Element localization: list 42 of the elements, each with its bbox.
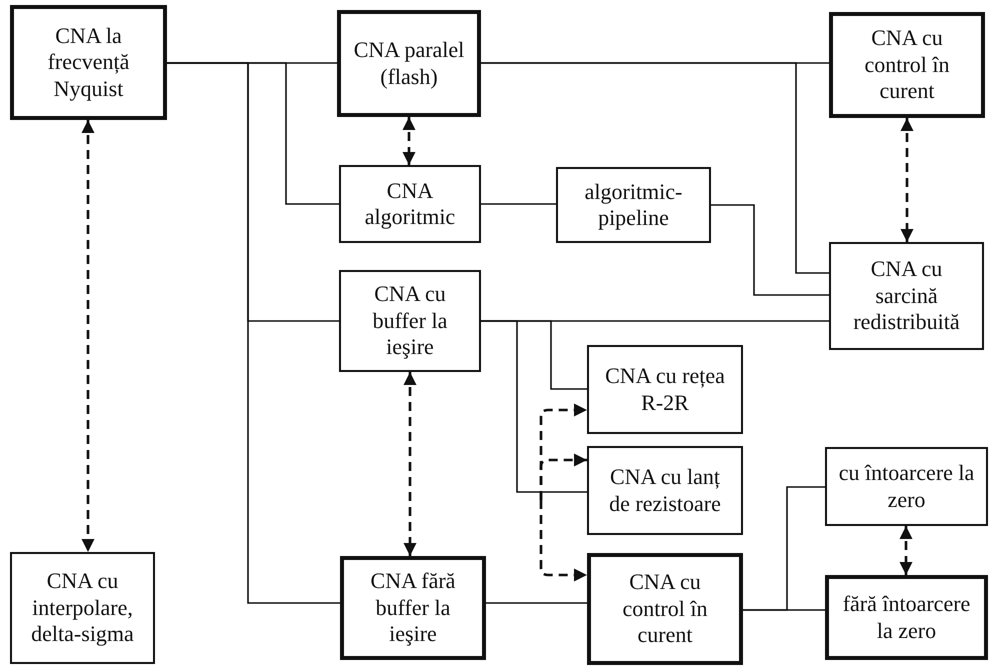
process-box: [587, 446, 743, 535]
box-label: CNA cu interpolare, delta-sigma: [30, 568, 135, 648]
dashed-arrow: [900, 118, 914, 242]
process-box: [825, 447, 988, 526]
box-label: CNA cu lanț de rezistoare: [608, 464, 722, 517]
box-label: CNA paralel (flash): [352, 37, 466, 90]
process-box: [829, 242, 984, 350]
process-box: [587, 553, 743, 665]
box-label: CNA fără buffer la ieşire: [370, 568, 456, 648]
process-box: [340, 556, 486, 660]
connector-line: [711, 204, 829, 296]
box-label: cu întoarcere la zero: [838, 460, 976, 513]
box-label: CNA algoritmic: [364, 178, 456, 230]
dashed-arrow: [82, 120, 94, 552]
process-box: [10, 552, 155, 664]
box-label: fără întoarcere la zero: [842, 591, 972, 644]
dashed-arrow: [900, 526, 912, 575]
connector-line: [486, 602, 587, 604]
box-label: algoritmic-pipeline: [584, 178, 684, 232]
process-box: [825, 575, 988, 660]
connector-line: [167, 62, 340, 604]
box-label: CNA cu sarcină redistribuită: [852, 256, 961, 336]
connector-line: [481, 320, 587, 493]
connector-line: [481, 62, 829, 274]
box-label: CNA cu control în curent: [622, 569, 708, 649]
process-box: [10, 5, 167, 120]
box-label: CNA cu control în curent: [864, 25, 950, 105]
box-label: CNA la frecvență Nyquist: [46, 22, 130, 102]
process-box: [339, 165, 481, 243]
process-box: [829, 12, 985, 118]
connector-line: [481, 203, 556, 205]
box-label: CNA cu rețea R-2R: [604, 363, 726, 416]
process-box: [556, 167, 711, 243]
process-box: [587, 345, 743, 434]
process-box: [339, 270, 481, 372]
box-label: CNA cu buffer la ieşire: [372, 281, 448, 361]
dashed-arrow: [404, 372, 416, 556]
dashed-arrow: [540, 500, 587, 582]
connector-line: [743, 486, 825, 611]
process-box: [337, 10, 481, 117]
dashed-arrow: [402, 117, 416, 165]
dashed-arrow: [540, 454, 587, 500]
